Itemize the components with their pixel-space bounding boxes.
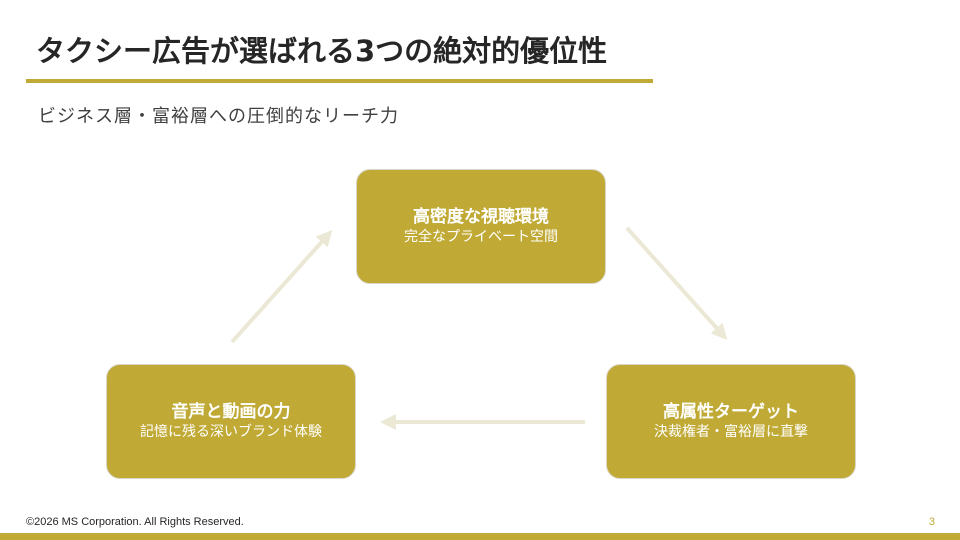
card-audio-video: 音声と動画の力 記憶に残る深いブランド体験 (106, 364, 356, 479)
card-description: 記憶に残る深いブランド体験 (140, 424, 322, 440)
card-heading: 高密度な視聴環境 (413, 207, 549, 227)
title-underline (26, 79, 653, 83)
card-description: 決裁権者・富裕層に直撃 (654, 424, 808, 440)
card-viewing-environment: 高密度な視聴環境 完全なプライベート空間 (356, 169, 606, 284)
card-target: 高属性ターゲット 決裁権者・富裕層に直撃 (606, 364, 856, 479)
copyright: ©2026 MS Corporation. All Rights Reserve… (26, 516, 244, 528)
card-heading: 高属性ターゲット (663, 402, 799, 422)
card-description: 完全なプライベート空間 (404, 229, 558, 245)
arrow-left-to-top (230, 230, 333, 344)
page-number: 3 (928, 516, 935, 528)
footer-bar (0, 533, 960, 540)
card-heading: 音声と動画の力 (171, 402, 291, 422)
slide-title: タクシー広告が選ばれる3つの絶対的優位性 (36, 34, 608, 68)
slide-subtitle: ビジネス層・富裕層への圧倒的なリーチ力 (38, 106, 399, 127)
arrow-top-to-right (625, 226, 728, 340)
